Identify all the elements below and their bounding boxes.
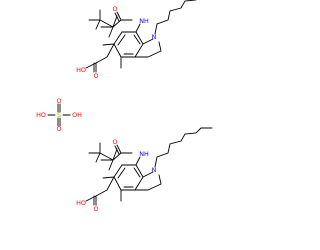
sulfur-bonds: [47, 103, 71, 127]
aromatic-double-bonds-bottom: [117, 167, 141, 188]
pyrroline-ring-top: [134, 38, 162, 58]
amide-o-label-top: O: [112, 5, 117, 13]
sulfuric-acid: S O O HO OH: [36, 97, 82, 133]
tertbutyl-bottom: [88, 142, 114, 163]
sulfur-label: S: [57, 111, 61, 119]
methyl-bonds-top: [102, 43, 122, 69]
acetic-acid-bonds-top: [85, 43, 115, 73]
amide-bonds-bottom: [100, 144, 141, 171]
oxygen-label-bottom: O: [56, 125, 61, 133]
acetic-acid-bonds-bottom: [85, 176, 115, 206]
acid-o-label-bottom: O: [93, 205, 98, 213]
n-label-bottom: N: [152, 166, 157, 174]
acid-oh-label-bottom: HO: [76, 199, 86, 207]
acid-o-label-top: O: [93, 72, 98, 80]
chemical-structure: NH N O O HO S O O HO OH NH N O O HO: [36, 0, 213, 213]
octyl-chain-bottom: [154, 127, 213, 168]
amide-o-label-bottom: O: [112, 138, 117, 146]
amide-bonds-top: [100, 11, 141, 38]
tertbutyl-top: [88, 9, 114, 30]
octyl-chain-top: [154, 0, 197, 35]
hydroxyl-label-right: OH: [72, 111, 82, 119]
hydroxyl-label-left: HO: [36, 111, 46, 119]
n-label-top: N: [152, 33, 157, 41]
methyl-bonds-bottom: [102, 176, 122, 202]
acid-oh-label-top: HO: [76, 66, 86, 74]
nh-label-bottom: NH: [139, 150, 149, 158]
pyrroline-ring-bottom: [134, 171, 162, 191]
oxygen-label-top: O: [56, 97, 61, 105]
molecule-bottom: NH N O O HO: [76, 127, 213, 213]
structure-canvas: NH N O O HO S O O HO OH NH N O O HO: [36, 0, 213, 213]
molecule-top: NH N O O HO: [76, 0, 197, 80]
nh-label-top: NH: [139, 17, 149, 25]
aromatic-double-bonds-top: [117, 34, 141, 55]
